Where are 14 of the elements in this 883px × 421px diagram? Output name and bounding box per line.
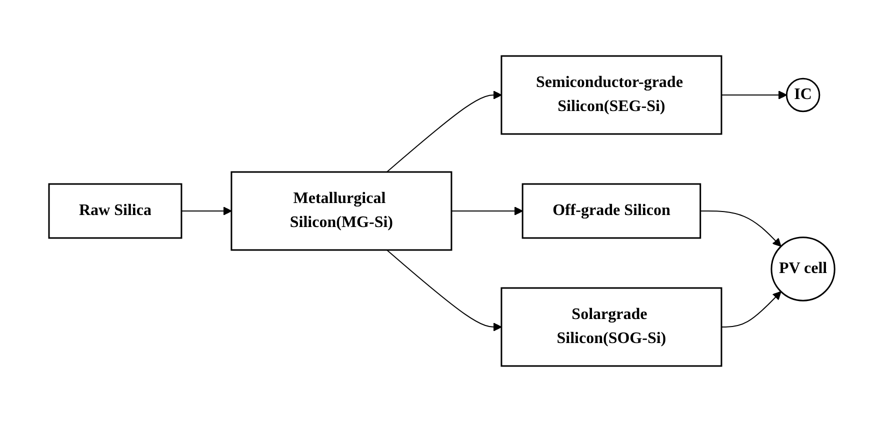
arrow <box>450 206 523 215</box>
arrow <box>386 249 502 331</box>
arrow <box>386 90 502 172</box>
arrow <box>720 290 782 327</box>
node-box: Off-grade Silicon <box>522 182 701 238</box>
node-box: Raw Silica <box>48 182 182 238</box>
node-box: Semiconductor-grade Silicon(SEG-Si) <box>500 54 722 134</box>
node-box: Solargrade Silicon(SOG-Si) <box>500 286 722 366</box>
node-circle: IC <box>786 77 820 112</box>
node-box: Metallurgical Silicon(MG-Si) <box>230 170 452 250</box>
node-circle: PV cell <box>770 236 836 301</box>
arrow <box>180 206 232 215</box>
arrow <box>700 210 782 246</box>
arrow <box>720 90 787 99</box>
